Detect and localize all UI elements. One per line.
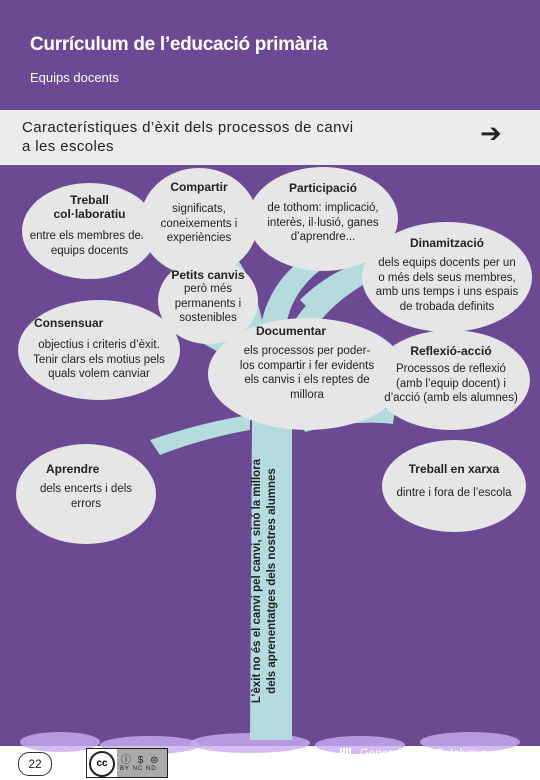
bubble-text: de tothom: implicació, — [267, 202, 379, 214]
section-title-line-2: a les escoles — [22, 138, 114, 155]
license-labels: BY NC ND — [120, 766, 157, 772]
bubble-text: permanents i — [174, 297, 242, 310]
bubble-text: equips docents — [50, 244, 129, 257]
bubble-treball-en-xarxa: Treball en xarxa dintre i fora de l’esco… — [382, 440, 526, 532]
bubble-text: de trobada definits — [399, 300, 495, 313]
license-symbols-icon: ⓘ $ ⊜ — [121, 755, 161, 766]
bubble-dinamitzacio: Dinamització dels equips docents per un … — [362, 222, 532, 332]
bubble-heading: Treball — [70, 193, 109, 207]
header-title: Currículum de l’educació primària — [30, 34, 328, 55]
bubble-reflexio-accio: Reflexió-acció Processos de reflexió (am… — [372, 330, 530, 430]
generalitat-logo-icon — [340, 748, 354, 774]
trunk-text-line-2: dels aprenentatges dels nostres alumnes — [266, 468, 278, 694]
bubble-text: los compartir i fer evidents — [239, 359, 375, 372]
header-subtitle: Equips docents — [30, 70, 119, 85]
bubble-heading: Aprendre — [46, 462, 100, 476]
bubble-text: interès, il·lusió, ganes — [267, 216, 379, 229]
bubble-text: errors — [70, 497, 102, 510]
bubble-participacio: Participació de tothom: implicació, inte… — [248, 167, 398, 271]
bubble-text: Tenir clars els motius pels — [33, 353, 165, 366]
bubble-consensuar: Consensuar objectius i criteris d’èxit. … — [18, 300, 180, 400]
license-badge[interactable]: cc ⓘ $ ⊜ BY NC ND — [86, 748, 168, 778]
bubble-heading: col·laboratiu — [53, 207, 126, 221]
bubble-text: dintre i fora de l’escola — [396, 487, 512, 499]
bubble-text: (amb l’equip docent) i — [396, 377, 506, 390]
bubble-text: coneixements i — [160, 217, 238, 230]
bubble-heading: Participació — [288, 181, 358, 195]
cc-icon: cc — [89, 751, 115, 777]
bubble-petits-canvis: Petits canvis però més permanents i sost… — [158, 258, 258, 344]
bubble-text: millora — [290, 388, 324, 401]
bubble-text: sostenibles — [179, 312, 237, 324]
title-box: Característiques d’èxit dels processos d… — [0, 110, 540, 165]
bubble-text: d’acció (amb els alumnes) — [384, 392, 518, 404]
license-conditions — [117, 749, 167, 777]
bubble-text: o més dels seus membres, — [378, 271, 516, 284]
bubble-text: objectius i criteris d’èxit. — [38, 339, 160, 351]
bubble-text: els processos per poder- — [243, 345, 371, 357]
bubble-text: entre els membres dels — [29, 230, 150, 242]
section-title-line-1: Característiques d’èxit dels processos d… — [22, 119, 354, 136]
bubble-text: dels equips docents per un — [378, 257, 516, 269]
department-name: Departament d’Ensenyament — [360, 763, 519, 775]
bubble-heading: Compartir — [170, 180, 228, 194]
bubble-text: els canvis i els reptes de — [244, 374, 370, 386]
bubble-text: dels encerts i dels — [39, 483, 133, 495]
bubble-heading: Petits canvis — [171, 268, 245, 282]
trunk-text: L’èxit no és el canvi pel canvi, sinó la… — [250, 446, 280, 716]
bubble-aprendre: Aprendre dels encerts i dels errors — [16, 444, 156, 544]
bubble-heading: Consensuar — [34, 316, 104, 330]
bubble-heading: Treball en xarxa — [408, 462, 500, 476]
org-name: Generalitat de Catalunya — [360, 748, 488, 760]
bubble-text: Processos de reflexió — [396, 363, 506, 375]
bubble-heading: Reflexió-acció — [410, 344, 492, 358]
bubble-treball-collaboratiu: Treball col·laboratiu entre els membres … — [22, 183, 157, 279]
arrow-right-icon[interactable]: ➔ — [480, 118, 502, 148]
section-title: Característiques d’èxit dels processos d… — [22, 118, 402, 156]
trunk-text-line-1: L’èxit no és el canvi pel canvi, sinó la… — [251, 458, 263, 704]
flower-field — [20, 732, 520, 754]
bubble-text: quals volem canviar — [48, 368, 150, 380]
bubble-text: amb uns temps i uns espais — [375, 286, 519, 298]
bubble-text: d’aprendre... — [290, 231, 356, 243]
bubble-heading: Dinamització — [409, 236, 484, 250]
bubble-text: però més — [184, 283, 232, 295]
bubble-text: significats, — [172, 203, 226, 215]
bubble-heading: Documentar — [256, 324, 327, 338]
page-number: 22 — [18, 752, 52, 776]
bubble-text: experiències — [166, 232, 232, 244]
